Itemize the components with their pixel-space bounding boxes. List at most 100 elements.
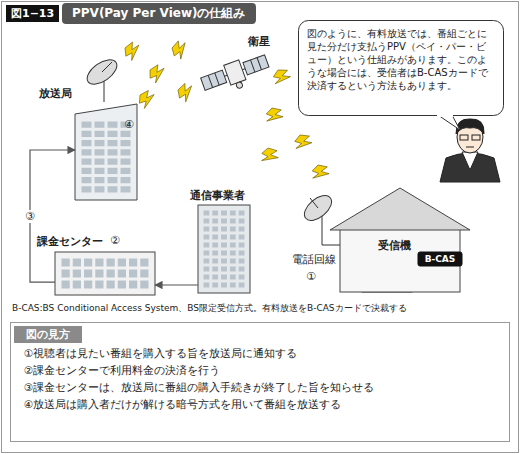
shape-part <box>11 323 510 442</box>
node-outline <box>198 205 250 293</box>
shape-part <box>239 227 245 232</box>
shape-part <box>230 219 236 224</box>
shape-part <box>204 235 210 240</box>
shape-part <box>55 252 155 295</box>
shape-part <box>239 211 245 216</box>
shape-part <box>140 259 148 267</box>
shape-part <box>95 131 105 137</box>
legend-panel: 図の見方①視聴者は見たい番組を購入する旨を放送局に通知する②課金センターで利用料… <box>10 322 510 442</box>
node-label: 受信機 <box>378 238 411 253</box>
dish-pole <box>104 80 105 102</box>
shape-part <box>212 259 218 264</box>
shape-part <box>204 275 210 280</box>
shape-part <box>201 70 227 90</box>
shape-part <box>95 149 105 155</box>
card-label: B-CAS <box>418 252 462 266</box>
shape-part <box>95 270 103 278</box>
shape-part <box>221 267 227 272</box>
shape-part <box>221 243 227 248</box>
satellite-node: 衛星 <box>200 52 270 94</box>
shape-part <box>239 259 245 264</box>
shape-part <box>95 168 105 174</box>
shape-part <box>108 186 118 192</box>
shape-part <box>108 177 118 183</box>
signal-bolt <box>175 81 197 103</box>
shape-part <box>82 177 92 183</box>
shape-part <box>140 281 148 289</box>
edge-label: ③ <box>25 210 35 223</box>
shape-part <box>418 252 462 266</box>
shape-part <box>215 73 219 85</box>
flow-connector <box>155 284 198 285</box>
shape-part <box>95 122 105 128</box>
shape-part <box>212 275 218 280</box>
shape-part <box>108 168 118 174</box>
shape-part <box>236 81 244 89</box>
signal-bolt <box>271 66 292 87</box>
shape-part <box>199 51 272 100</box>
shape-part <box>204 267 210 272</box>
signal-bolt <box>309 161 331 184</box>
man-hair <box>456 119 484 134</box>
shape-part <box>84 281 92 289</box>
legend-step: ③課金センターは、放送局に番組の購入手続きが終了した旨を知らせる <box>24 380 510 394</box>
shape-part <box>330 188 470 230</box>
shape-part <box>212 227 218 232</box>
shape-part <box>82 149 92 155</box>
shape-part <box>243 55 269 75</box>
node-outline <box>200 52 270 94</box>
shape-part <box>73 281 81 289</box>
shape-part <box>82 131 92 137</box>
shape-part <box>198 205 250 293</box>
shape-part <box>73 259 81 267</box>
bcas-card: B-CAS <box>418 252 462 266</box>
signal-bolt <box>169 38 191 61</box>
shape-part <box>95 281 103 289</box>
shape-part <box>221 219 227 224</box>
shape-part <box>121 140 131 146</box>
shape-part <box>299 21 504 116</box>
shape-part <box>239 283 245 288</box>
carrier-building: 通信事業者 <box>198 205 250 293</box>
shape-part <box>75 104 137 200</box>
broadcast-station: 放送局 <box>75 100 137 200</box>
shape-part <box>107 270 115 278</box>
shape-part <box>257 58 261 70</box>
house-dish <box>300 191 340 245</box>
shape-part <box>95 186 105 192</box>
shape-part <box>224 60 246 85</box>
shape-part <box>82 168 92 174</box>
figure-number: 図1−13 <box>6 5 59 22</box>
callout-number: ④ <box>124 118 134 131</box>
billing-center: 課金センター <box>55 252 155 295</box>
shape-part <box>82 140 92 146</box>
shape-part <box>118 270 126 278</box>
shape-part <box>95 140 105 146</box>
shape-part <box>212 243 218 248</box>
shape-part <box>239 235 245 240</box>
signal-bolt <box>258 144 281 167</box>
shape-part <box>221 235 227 240</box>
signal-bolt <box>138 90 157 110</box>
shape-part <box>212 283 218 288</box>
shape-part <box>239 251 245 256</box>
signal-bolt <box>147 63 167 84</box>
shape-part <box>129 281 137 289</box>
dish-cable <box>322 245 340 246</box>
signal-bolt <box>122 40 143 61</box>
receiver-house: 受信機 B-CAS <box>330 188 470 292</box>
shape-part <box>118 281 126 289</box>
footnote: B-CAS:BS Conditional Access System、BS限定受… <box>12 302 407 315</box>
shape-part <box>230 227 236 232</box>
shape-part <box>108 131 118 137</box>
shape-part <box>250 60 254 72</box>
shape-part <box>221 259 227 264</box>
shape-part <box>221 275 227 280</box>
shape-part <box>82 122 92 128</box>
shape-part <box>230 235 236 240</box>
shape-part <box>239 267 245 272</box>
legend-body: 図の見方①視聴者は見たい番組を購入する旨を放送局に通知する②課金センターで利用料… <box>10 322 510 411</box>
shape-part <box>230 211 236 216</box>
shape-part <box>221 211 227 216</box>
shape-part <box>212 251 218 256</box>
